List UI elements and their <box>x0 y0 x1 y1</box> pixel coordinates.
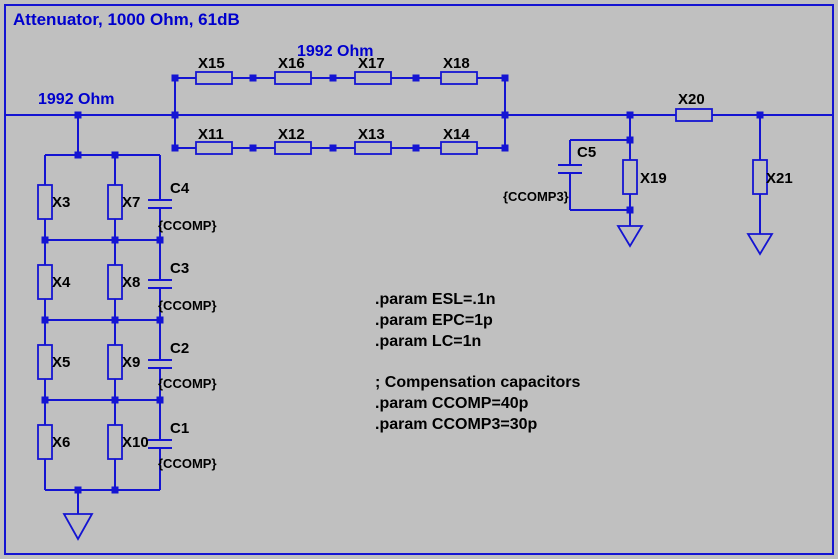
directive-line-1[interactable]: .param ESL=.1n <box>375 291 496 308</box>
resistor-X19[interactable]: X19 <box>622 159 667 195</box>
resistor-X18[interactable]: X18 <box>440 55 478 85</box>
component-label-x16[interactable]: X16 <box>278 55 305 72</box>
resistor-X15[interactable]: X15 <box>195 55 233 85</box>
capacitor-C3[interactable]: C3 {CCOMP} <box>148 260 217 313</box>
net-label-series[interactable]: 1992 Ohm <box>297 43 373 60</box>
resistor-X7[interactable]: X7 <box>107 184 140 220</box>
value-label-ccomp[interactable]: {CCOMP} <box>158 456 217 471</box>
resistor-X12[interactable]: X12 <box>274 126 312 155</box>
component-label-x9[interactable]: X9 <box>122 354 140 371</box>
component-label-x20[interactable]: X20 <box>678 91 705 108</box>
component-label-x4[interactable]: X4 <box>52 274 71 291</box>
capacitor-C4[interactable]: C4 {CCOMP} <box>148 180 217 233</box>
ladder-wires[interactable] <box>44 115 161 514</box>
directive-line-4[interactable]: ; Compensation capacitors <box>375 374 580 391</box>
junction-dots <box>41 74 764 494</box>
resistor-X5[interactable]: X5 <box>37 344 70 380</box>
resistor-X10[interactable]: X10 <box>107 424 149 460</box>
component-label-x11[interactable]: X11 <box>198 126 224 143</box>
component-label-x7[interactable]: X7 <box>122 194 140 211</box>
resistor-X21[interactable]: X21 <box>752 159 793 195</box>
component-label-x17[interactable]: X17 <box>358 55 385 72</box>
value-label-ccomp[interactable]: {CCOMP} <box>158 376 217 391</box>
ground-symbol-x21[interactable] <box>746 233 774 256</box>
resistor-X8[interactable]: X8 <box>107 264 140 300</box>
ground-symbol-ladder[interactable] <box>62 513 94 541</box>
component-label-x5[interactable]: X5 <box>52 354 70 371</box>
component-label-x6[interactable]: X6 <box>52 434 70 451</box>
resistor-X13[interactable]: X13 <box>354 126 392 155</box>
directive-line-3[interactable]: .param LC=1n <box>375 333 481 350</box>
component-label-c5[interactable]: C5 <box>577 144 596 161</box>
component-label-x18[interactable]: X18 <box>443 55 470 72</box>
value-label-ccomp3[interactable]: {CCOMP3} <box>503 189 569 204</box>
directive-line-5[interactable]: .param CCOMP=40p <box>375 395 529 412</box>
schematic-title[interactable]: Attenuator, 1000 Ohm, 61dB <box>13 10 240 29</box>
component-label-x8[interactable]: X8 <box>122 274 140 291</box>
capacitor-C5[interactable]: C5 {CCOMP3} <box>503 144 596 204</box>
resistor-X6[interactable]: X6 <box>37 424 70 460</box>
net-label-input[interactable]: 1992 Ohm <box>38 91 114 108</box>
schematic-border <box>4 4 834 555</box>
value-label-ccomp[interactable]: {CCOMP} <box>158 298 217 313</box>
spice-directives[interactable]: .param ESL=.1n .param EPC=1p .param LC=1… <box>375 291 580 433</box>
component-label-x21[interactable]: X21 <box>766 170 793 187</box>
component-label-c4[interactable]: C4 <box>170 180 190 197</box>
component-label-x19[interactable]: X19 <box>640 170 667 187</box>
resistor-X17[interactable]: X17 <box>354 55 392 85</box>
directive-line-6[interactable]: .param CCOMP3=30p <box>375 416 538 433</box>
component-label-x13[interactable]: X13 <box>358 126 385 143</box>
resistor-X16[interactable]: X16 <box>274 55 312 85</box>
component-label-x12[interactable]: X12 <box>278 126 305 143</box>
shunt-branch-wires[interactable] <box>569 115 761 234</box>
component-label-x14[interactable]: X14 <box>443 126 470 143</box>
resistor-X3[interactable]: X3 <box>37 184 70 220</box>
resistor-X11[interactable]: X11 <box>195 126 233 155</box>
capacitor-C1[interactable]: C1 {CCOMP} <box>148 420 217 471</box>
component-label-x10[interactable]: X10 <box>122 434 149 451</box>
component-label-c1[interactable]: C1 <box>170 420 189 437</box>
component-label-x3[interactable]: X3 <box>52 194 70 211</box>
capacitor-C2[interactable]: C2 {CCOMP} <box>148 340 217 391</box>
component-label-x15[interactable]: X15 <box>198 55 225 72</box>
directive-line-2[interactable]: .param EPC=1p <box>375 312 493 329</box>
resistor-X20[interactable]: X20 <box>675 91 713 122</box>
component-label-c2[interactable]: C2 <box>170 340 189 357</box>
ground-symbol-x19[interactable] <box>616 225 644 248</box>
resistor-X4[interactable]: X4 <box>37 264 71 300</box>
resistor-X9[interactable]: X9 <box>107 344 140 380</box>
resistor-X14[interactable]: X14 <box>440 126 478 155</box>
component-label-c3[interactable]: C3 <box>170 260 189 277</box>
value-label-ccomp[interactable]: {CCOMP} <box>158 218 217 233</box>
